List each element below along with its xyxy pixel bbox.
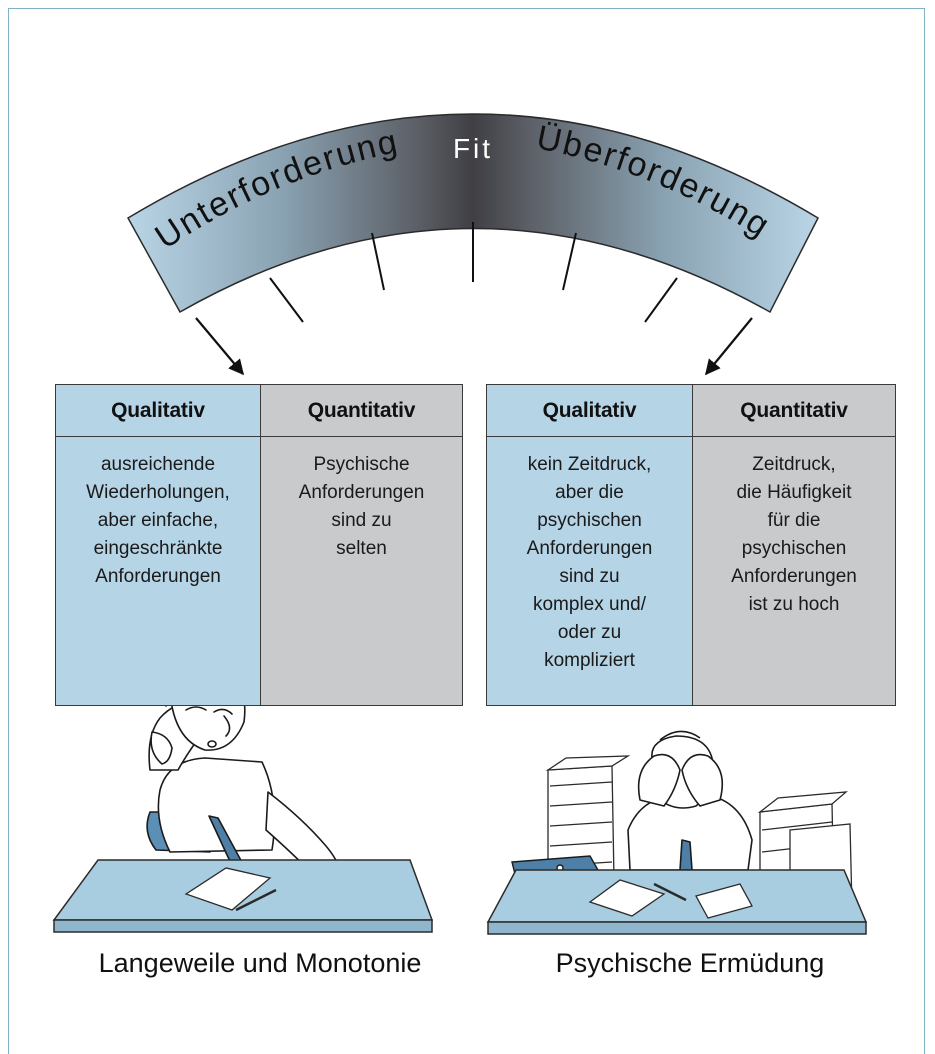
column-header: Quantitativ: [261, 385, 462, 437]
column-header: Qualitativ: [56, 385, 260, 437]
column-header: Qualitativ: [487, 385, 692, 437]
right-table: Qualitativ kein Zeitdruck, aber die psyc…: [486, 384, 896, 706]
exhausted-worker-illustration: [627, 730, 753, 871]
column-body: ausreichende Wiederholungen, aber einfac…: [86, 454, 230, 587]
outer-frame: [8, 8, 925, 1054]
gauge-ticks: [269, 222, 678, 323]
left-table: Qualitativ ausreichende Wiederholungen, …: [55, 384, 463, 706]
left-quantitative-column: Quantitativ Psychische Anforderungen sin…: [260, 385, 462, 705]
gauge-tick: [644, 277, 678, 323]
gauge-tick: [562, 232, 577, 291]
left-qualitative-column: Qualitativ ausreichende Wiederholungen, …: [56, 385, 260, 705]
arrow-left-icon: [195, 317, 244, 376]
column-header: Quantitativ: [693, 385, 895, 437]
column-body: kein Zeitdruck, aber die psychischen Anf…: [526, 454, 653, 671]
scattered-papers-icon: [588, 879, 753, 919]
right-qualitative-column: Qualitativ kein Zeitdruck, aber die psyc…: [487, 385, 692, 705]
gauge-tick: [371, 232, 385, 291]
right-desk: [486, 869, 868, 935]
gauge-band: [126, 113, 819, 314]
paper-icon: [184, 867, 277, 912]
caption-right: Psychische Ermüdung: [555, 948, 825, 978]
column-body: Zeitdruck, die Häufigkeit für die psychi…: [731, 454, 857, 615]
gauge-tick: [269, 277, 304, 323]
right-quantitative-column: Quantitativ Zeitdruck, die Häufigkeit fü…: [692, 385, 895, 705]
column-body: Psychische Anforderungen sind zu selten: [298, 454, 425, 559]
caption-left: Langeweile und Monotonie: [98, 948, 422, 978]
gauge-label-center: Fit: [453, 133, 493, 164]
arrow-right-icon: [705, 317, 753, 376]
